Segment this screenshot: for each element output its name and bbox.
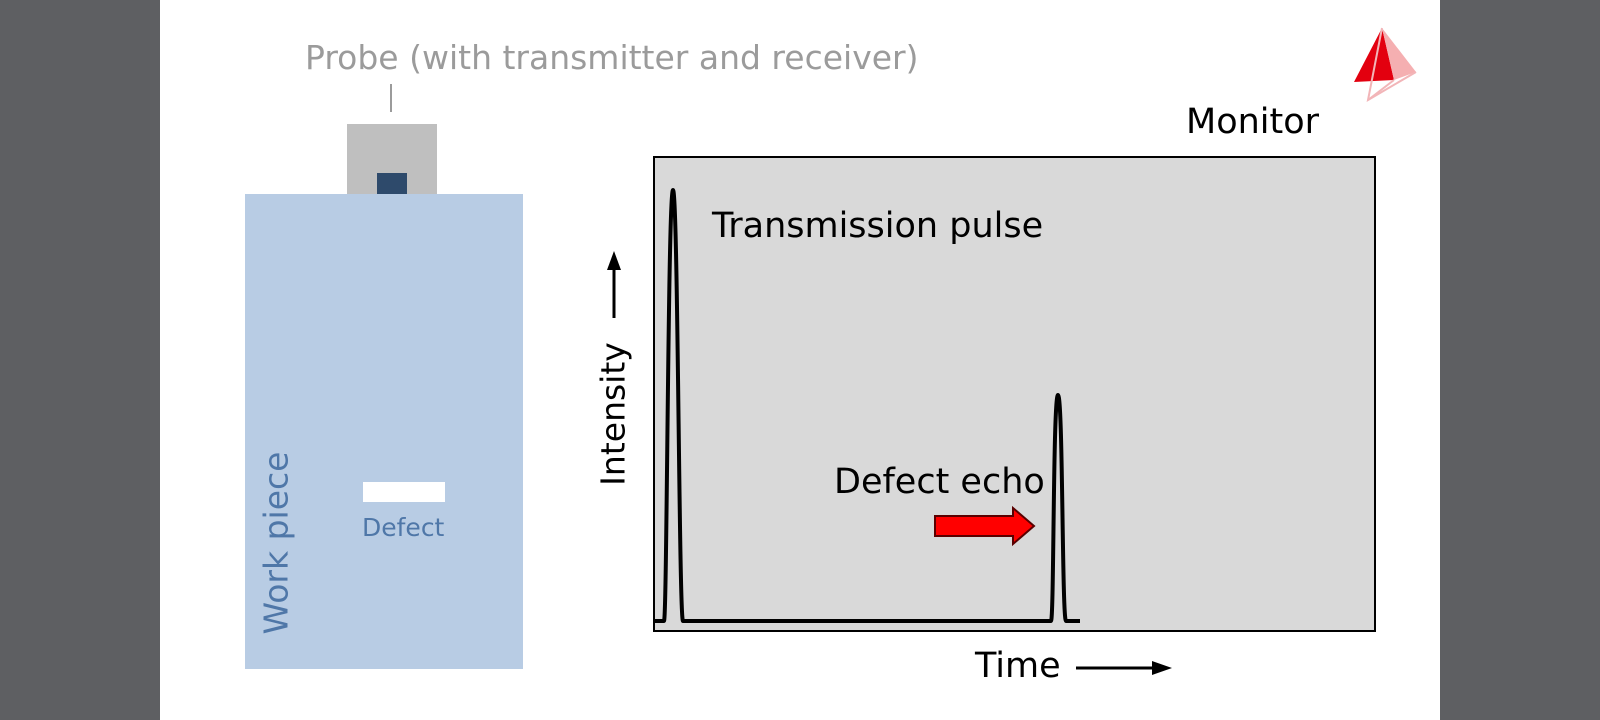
probe-label: Probe (with transmitter and receiver) [305, 38, 919, 77]
probe-sensor [377, 173, 407, 194]
time-arrow-head [1152, 661, 1172, 675]
transmission-pulse-label: Transmission pulse [712, 206, 1044, 246]
workpiece [245, 194, 523, 669]
intensity-axis-label: Intensity [593, 342, 633, 486]
defect-echo-label: Defect echo [834, 462, 1045, 502]
echo-red-arrow [934, 505, 1036, 547]
monitor-frame [653, 156, 1376, 632]
time-axis-label: Time [975, 646, 1061, 686]
defect-shape [363, 482, 445, 502]
left-letterbox [0, 0, 160, 720]
probe-leader-line [390, 84, 392, 112]
signal-trace [655, 188, 1080, 623]
intensity-arrow-head [607, 251, 621, 270]
defect-label: Defect [362, 513, 445, 542]
monitor-label: Monitor [1186, 102, 1320, 142]
right-letterbox [1440, 0, 1600, 720]
red-pyramid-logo-icon [1354, 27, 1417, 102]
